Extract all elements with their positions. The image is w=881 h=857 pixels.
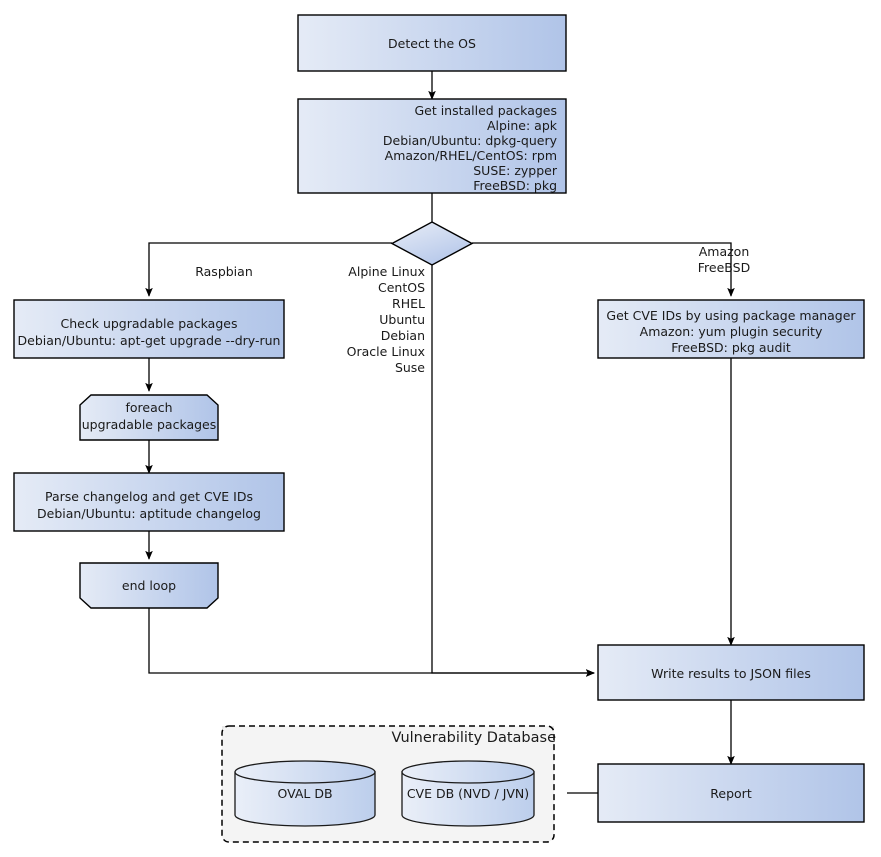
node-end-loop-label: end loop: [122, 578, 176, 593]
node-parse-changelog-line-0: Parse changelog and get CVE IDs: [45, 489, 253, 504]
edge-label-middle-os-line-3: Ubuntu: [379, 312, 425, 327]
node-get-cve-ids[interactable]: Get CVE IDs by using package manager Ama…: [597, 299, 865, 359]
node-get-cve-ids-line-2: FreeBSD: pkg audit: [671, 340, 791, 355]
node-get-cve-ids-line-1: Amazon: yum plugin security: [640, 324, 823, 339]
node-check-upgradable-line-0: Check upgradable packages: [61, 316, 238, 331]
node-write-results[interactable]: Write results to JSON files: [597, 644, 865, 701]
node-write-results-label: Write results to JSON files: [651, 666, 811, 681]
db-cylinder-oval-label: OVAL DB: [277, 786, 332, 801]
node-get-installed-packages-line-2: Debian/Ubuntu: dpkg-query: [383, 133, 558, 148]
group-vulnerability-database: Vulnerability Database OVAL DB CVE DB (N…: [221, 725, 557, 843]
edge-label-raspbian-text: Raspbian: [195, 264, 253, 279]
edge-label-amazon-freebsd-line-0: Amazon: [699, 244, 750, 259]
edge-label-middle-os-line-2: RHEL: [392, 296, 425, 311]
node-foreach-loop-line-0: foreach: [125, 400, 172, 415]
node-foreach-loop-line-1: upgradable packages: [82, 417, 217, 432]
node-foreach-loop[interactable]: foreach upgradable packages: [79, 394, 219, 441]
edge-endloop-to-write: [148, 608, 595, 677]
edge-label-middle-os-line-5: Oracle Linux: [347, 344, 425, 359]
edge-label-middle-os-list: Alpine Linux CentOS RHEL Ubuntu Debian O…: [347, 264, 426, 375]
db-cylinder-cve-label: CVE DB (NVD / JVN): [407, 786, 529, 801]
edge-label-middle-os-line-6: Suse: [395, 360, 425, 375]
edge-label-middle-os-line-0: Alpine Linux: [348, 264, 425, 279]
node-get-installed-packages-line-4: SUSE: zypper: [473, 163, 558, 178]
node-report[interactable]: Report: [597, 763, 865, 823]
node-get-installed-packages-line-0: Get installed packages: [414, 103, 557, 118]
node-get-installed-packages[interactable]: Get installed packages Alpine: apk Debia…: [297, 98, 567, 194]
db-cylinder-cve[interactable]: CVE DB (NVD / JVN): [401, 760, 535, 827]
edge-label-amazon-freebsd: Amazon FreeBSD: [698, 244, 750, 275]
node-parse-changelog[interactable]: Parse changelog and get CVE IDs Debian/U…: [13, 472, 285, 532]
node-check-upgradable[interactable]: Check upgradable packages Debian/Ubuntu:…: [13, 299, 285, 359]
node-check-upgradable-line-1: Debian/Ubuntu: apt-get upgrade --dry-run: [18, 333, 281, 348]
edge-decision-left-raspbian: [145, 242, 392, 297]
group-vulnerability-database-title: Vulnerability Database: [392, 730, 557, 746]
node-os-decision[interactable]: [390, 221, 474, 266]
node-detect-os[interactable]: Detect the OS: [297, 14, 567, 72]
edge-label-amazon-freebsd-line-1: FreeBSD: [698, 260, 750, 275]
edge-decision-right-amazon: [472, 242, 735, 297]
node-report-label: Report: [710, 786, 752, 801]
node-get-installed-packages-line-1: Alpine: apk: [487, 118, 558, 133]
edge-label-middle-os-line-1: CentOS: [378, 280, 425, 295]
edge-label-middle-os-line-4: Debian: [381, 328, 425, 343]
node-end-loop[interactable]: end loop: [79, 562, 219, 609]
node-get-installed-packages-line-3: Amazon/RHEL/CentOS: rpm: [385, 148, 557, 163]
edge-label-raspbian: Raspbian: [195, 264, 253, 279]
node-get-installed-packages-line-5: FreeBSD: pkg: [473, 178, 557, 193]
node-detect-os-label: Detect the OS: [388, 36, 476, 51]
node-get-cve-ids-line-0: Get CVE IDs by using package manager: [606, 308, 856, 323]
edge-decision-middle-to-write: [431, 265, 595, 677]
db-cylinder-oval[interactable]: OVAL DB: [234, 760, 376, 827]
node-parse-changelog-line-1: Debian/Ubuntu: aptitude changelog: [37, 506, 261, 521]
